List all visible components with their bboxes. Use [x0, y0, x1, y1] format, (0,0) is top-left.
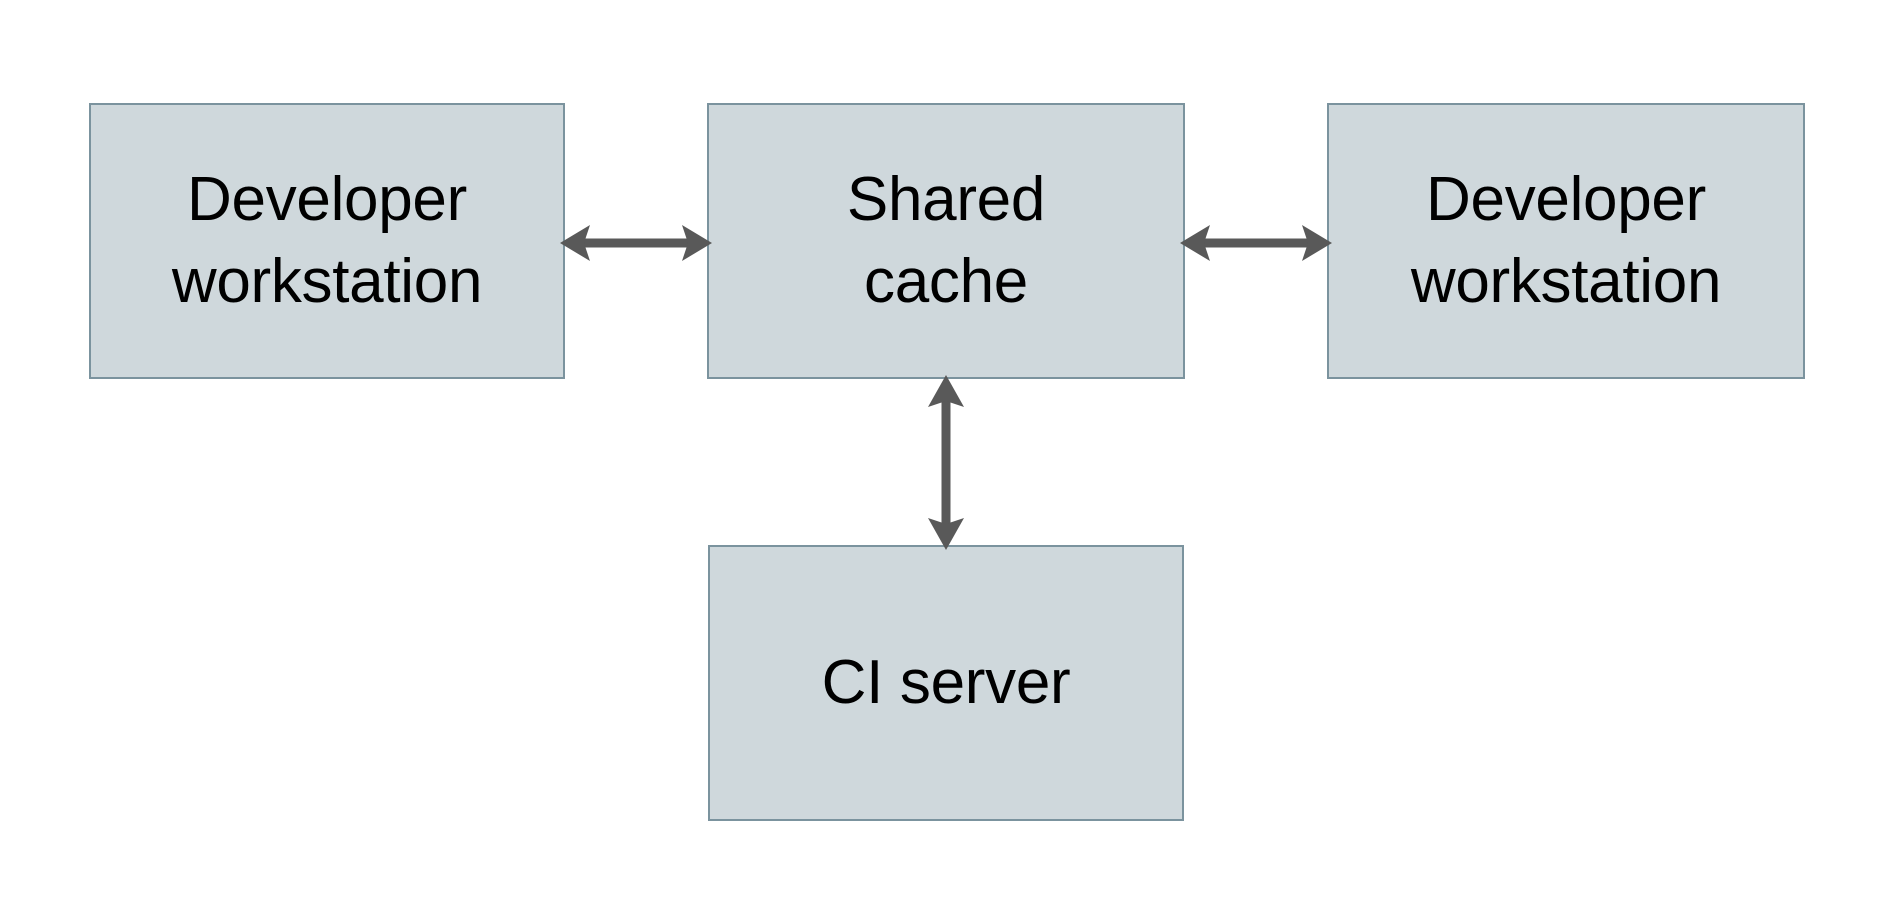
edge-developer-left-to-shared-cache [560, 225, 712, 261]
double-arrow-icon [1180, 225, 1332, 261]
node-label: Developer workstation [1410, 165, 1722, 316]
node-developer-workstation-right[interactable]: Developer workstation [1327, 103, 1805, 379]
node-label: Shared cache [846, 165, 1046, 316]
edge-shared-cache-to-developer-right [1180, 225, 1332, 261]
node-developer-workstation-left[interactable]: Developer workstation [89, 103, 565, 379]
node-label: CI server [821, 648, 1071, 718]
double-arrow-icon [928, 375, 964, 550]
node-ci-server[interactable]: CI server [708, 545, 1184, 821]
double-arrow-icon [560, 225, 712, 261]
node-label: Developer workstation [171, 165, 483, 316]
node-shared-cache[interactable]: Shared cache [707, 103, 1185, 379]
edge-shared-cache-to-ci-server [928, 375, 964, 550]
